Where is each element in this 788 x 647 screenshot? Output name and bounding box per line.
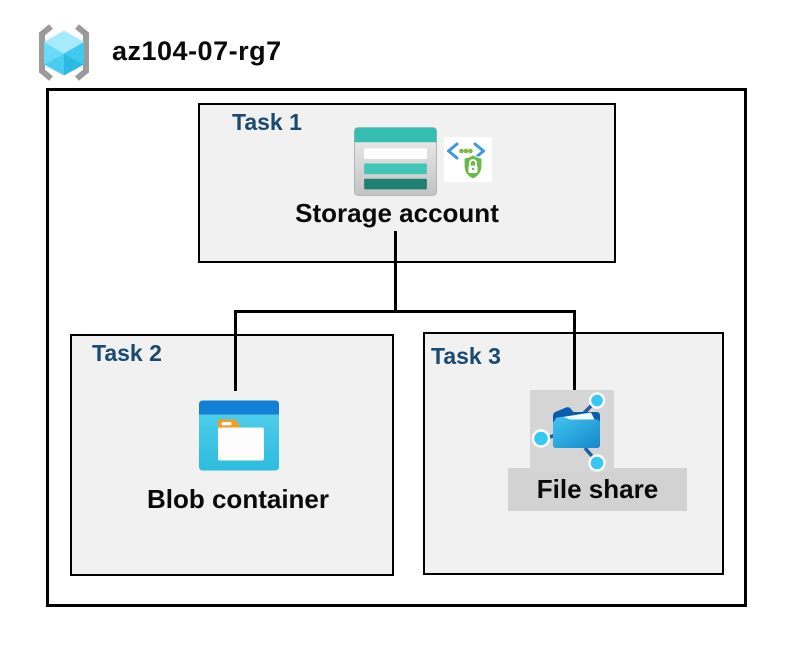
storage-account-icon: [354, 127, 437, 196]
file-share-label-plate: File share: [508, 468, 687, 511]
blob-container-label: Blob container: [146, 484, 329, 514]
file-share-icon: [531, 392, 606, 472]
connector-to-fileshare: [573, 310, 576, 392]
resource-group-name: az104-07-rg7: [112, 36, 282, 66]
secure-endpoint-icon: [444, 137, 492, 182]
connector-horizontal: [234, 310, 576, 313]
file-share-icon-block: [530, 390, 614, 472]
task3-label: Task 3: [431, 343, 501, 369]
connector-storage-stem: [394, 231, 397, 313]
task1-label: Task 1: [232, 109, 302, 135]
file-share-label: File share: [536, 474, 659, 504]
resource-group-icon: [39, 24, 89, 81]
blob-container-icon: [199, 400, 279, 471]
task2-label: Task 2: [92, 340, 162, 366]
connector-to-blob: [234, 310, 237, 391]
storage-account-label: Storage account: [295, 198, 499, 228]
